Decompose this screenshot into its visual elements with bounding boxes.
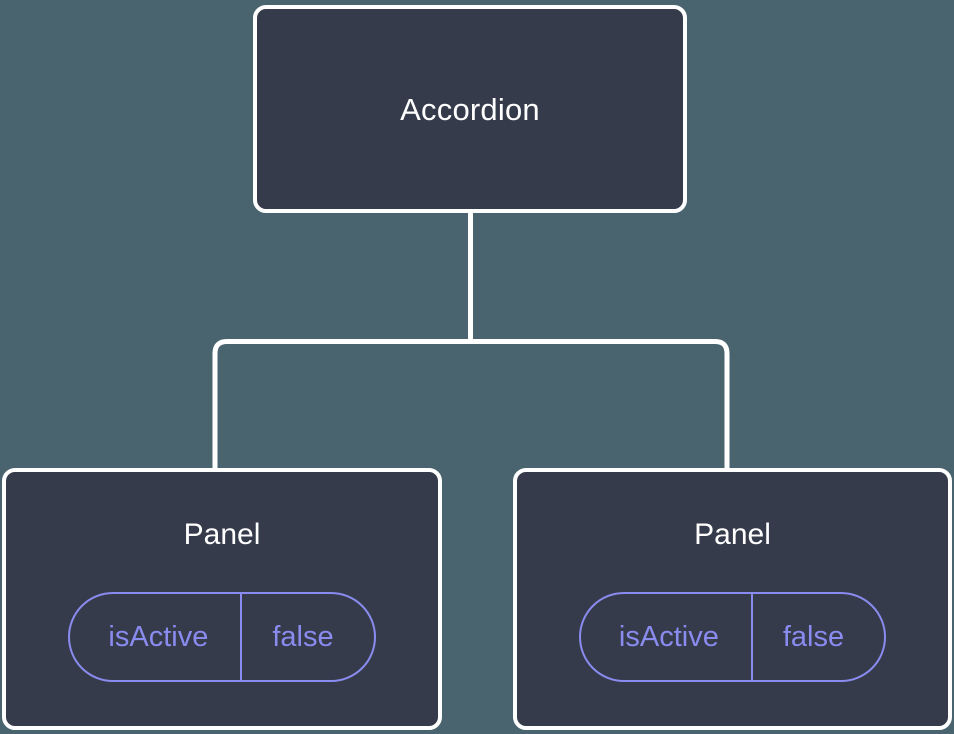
state-key: isActive — [108, 620, 209, 653]
node-panel-2[interactable]: Panel isActive false — [513, 468, 952, 730]
state-value: false — [240, 594, 373, 680]
node-panel-1-state-badge[interactable]: isActive false — [68, 592, 376, 682]
node-panel-2-label: Panel — [694, 518, 771, 551]
edge-bus-to-left-panel — [212, 339, 471, 472]
state-value: false — [750, 594, 884, 680]
node-panel-1-label: Panel — [183, 518, 261, 551]
node-accordion[interactable]: Accordion — [253, 5, 687, 213]
node-accordion-label: Accordion — [400, 91, 540, 127]
node-panel-2-state-badge[interactable]: isActive false — [578, 592, 887, 682]
node-panel-1[interactable]: Panel isActive false — [2, 468, 442, 730]
state-key: isActive — [618, 620, 719, 653]
edge-bus-to-right-panel — [470, 339, 730, 472]
